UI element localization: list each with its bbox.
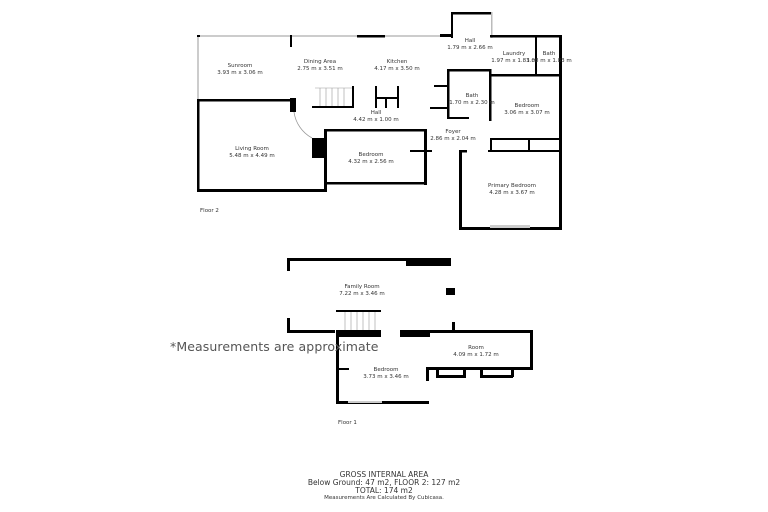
floor1-walls bbox=[287, 258, 533, 404]
room-size: 4.28 m x 3.67 m bbox=[489, 190, 535, 196]
room-size: 1.08 m x 1.83 m bbox=[526, 58, 572, 64]
room-size: 1.70 m x 2.30 m bbox=[449, 100, 495, 106]
room-name: Bedroom bbox=[358, 152, 384, 158]
room-size: 4.32 m x 2.56 m bbox=[348, 159, 394, 165]
room-size: 2.86 m x 2.04 m bbox=[430, 136, 476, 142]
room-size: 1.97 m x 1.83 m bbox=[491, 58, 537, 64]
room-name: Bedroom bbox=[514, 103, 540, 109]
room-size: 5.48 m x 4.49 m bbox=[229, 153, 275, 159]
room-size: 4.09 m x 1.72 m bbox=[453, 352, 499, 358]
footer-total: TOTAL: 174 m2 bbox=[355, 486, 413, 495]
room-name: Bath bbox=[542, 51, 556, 57]
room-size: 1.79 m x 2.66 m bbox=[447, 45, 493, 51]
room-size: 3.73 m x 3.46 m bbox=[363, 374, 409, 380]
footer-title: GROSS INTERNAL AREA bbox=[339, 470, 429, 479]
room-name: Living Room bbox=[235, 146, 269, 152]
room-name: Laundry bbox=[502, 51, 526, 57]
room-name: Bedroom bbox=[373, 367, 399, 373]
room-name: Foyer bbox=[445, 129, 461, 135]
room-size: 7.22 m x 3.46 m bbox=[339, 291, 385, 297]
room-size: 2.75 m x 3.51 m bbox=[297, 66, 343, 72]
room-size: 3.06 m x 3.07 m bbox=[504, 110, 550, 116]
measurement-note: *Measurements are approximate bbox=[170, 339, 379, 354]
room-name: Family Room bbox=[344, 284, 380, 290]
room-name: Sunroom bbox=[227, 63, 253, 69]
room-name: Room bbox=[468, 345, 484, 351]
room-name: Dining Area bbox=[303, 59, 337, 65]
room-name: Primary Bedroom bbox=[488, 183, 536, 189]
floor2-label: Floor 2 bbox=[200, 208, 219, 214]
room-name: Hall bbox=[370, 110, 382, 116]
room-size: 4.17 m x 3.50 m bbox=[374, 66, 420, 72]
floor1-label: Floor 1 bbox=[338, 420, 357, 426]
room-name: Hall bbox=[464, 38, 476, 44]
room-size: 3.93 m x 3.06 m bbox=[217, 70, 263, 76]
floor2-walls bbox=[197, 12, 562, 230]
room-name: Bath bbox=[465, 93, 479, 99]
room-name: Kitchen bbox=[386, 59, 408, 65]
footer-areas: Below Ground: 47 m2, FLOOR 2: 127 m2 bbox=[307, 478, 461, 487]
footer-credit: Measurements Are Calculated By Cubicasa. bbox=[324, 495, 444, 501]
room-size: 4.42 m x 1.00 m bbox=[353, 117, 399, 123]
